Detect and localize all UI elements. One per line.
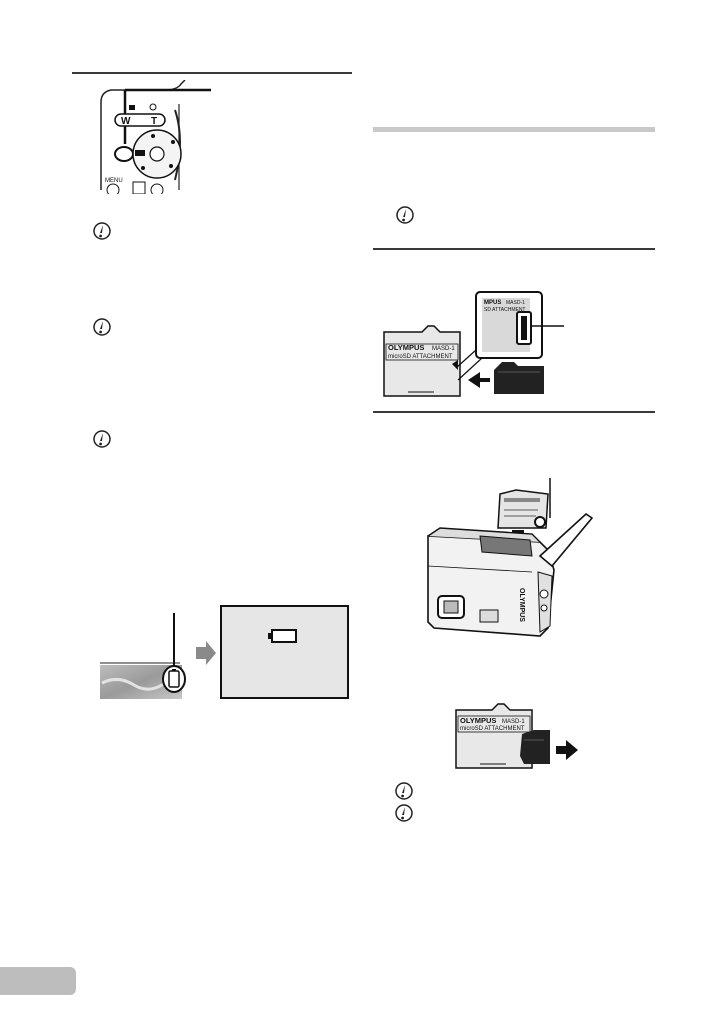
camera-card-slot-figure: OLYMPUS <box>427 478 594 637</box>
caution-icon <box>93 430 111 448</box>
section-rule-lower <box>373 411 655 413</box>
remove-attachment-model: MASD-1 <box>502 719 525 725</box>
camera-dial-figure: W T MENU <box>95 80 215 194</box>
caution-icon <box>93 318 111 336</box>
page-number-tab <box>0 967 76 995</box>
zoom-w-label: W <box>121 116 131 127</box>
attachment-card-type: microSD ATTACHMENT <box>388 354 453 360</box>
camera-brand-vertical: OLYMPUS <box>518 588 525 622</box>
section-rule-gray <box>373 127 655 132</box>
inset-brand-cropped: MPUS <box>484 300 501 306</box>
attachment-brand: OLYMPUS <box>388 343 424 352</box>
remove-attachment-card-type: microSD ATTACHMENT <box>460 726 525 732</box>
microsd-remove-figure: OLYMPUS MASD-1 microSD ATTACHMENT <box>455 703 578 769</box>
battery-indicator-figure <box>100 605 349 699</box>
caution-icon <box>396 206 414 224</box>
section-rule-mid <box>373 248 655 250</box>
caution-icon <box>395 782 413 800</box>
zoom-t-label: T <box>151 116 157 127</box>
microsd-insert-figure: OLYMPUS MASD-1 microSD ATTACHMENT MPUS M… <box>383 291 564 397</box>
remove-attachment-brand: OLYMPUS <box>460 716 496 725</box>
section-rule-top-left <box>72 72 352 74</box>
inset-type-cropped: SD ATTACHMENT <box>484 307 525 313</box>
caution-icon <box>395 804 413 822</box>
attachment-model: MASD-1 <box>432 346 455 352</box>
inset-model-cropped: MASD-1 <box>506 300 525 306</box>
caution-icon <box>93 222 111 240</box>
menu-label: MENU <box>105 178 123 184</box>
